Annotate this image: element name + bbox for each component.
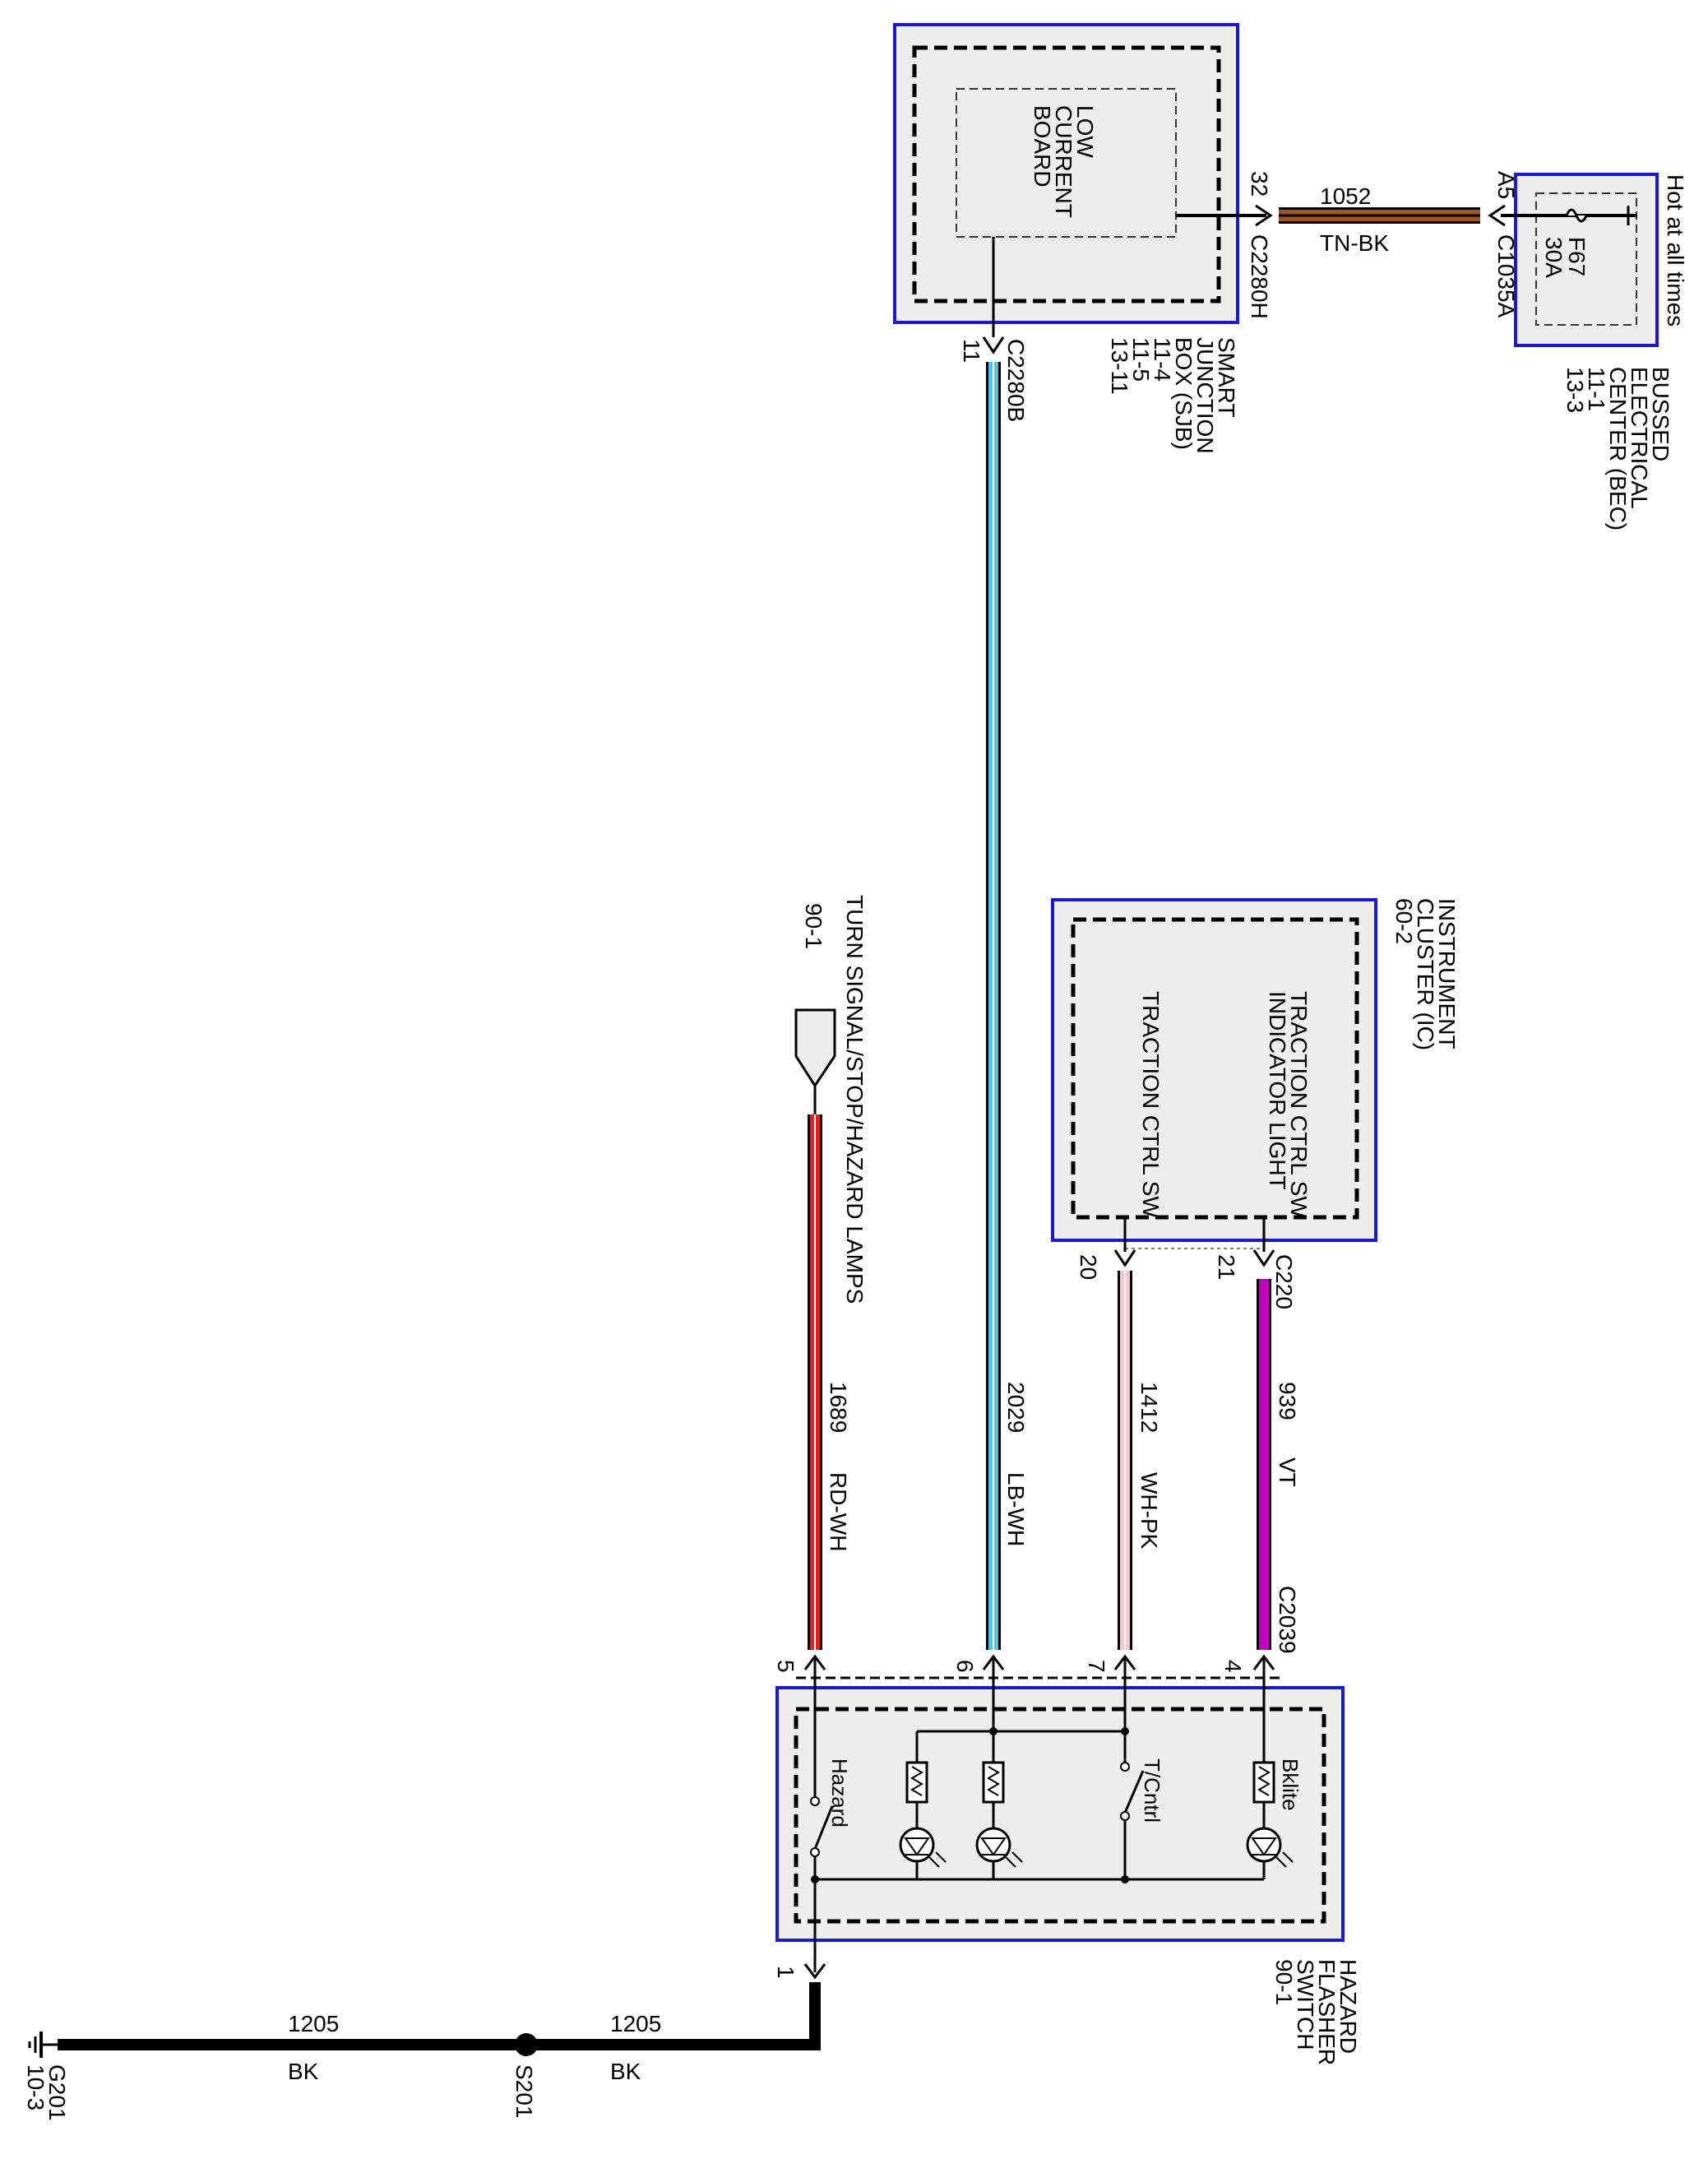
splice-s201: S201 xyxy=(511,2033,538,2118)
connector-c2039: C2039 xyxy=(1275,1586,1300,1654)
turn-lamps-ref: 90-1 xyxy=(801,903,826,949)
sjb-power-pin: 32 xyxy=(1247,171,1272,197)
resistor-icon xyxy=(905,1761,928,1804)
bec-label-line-2: ELECTRICAL xyxy=(1627,367,1652,509)
sjb-label-line-2: JUNCTION xyxy=(1192,337,1218,454)
turn-lamps-label: TURN SIGNAL/STOP/HAZARD LAMPS xyxy=(842,895,868,1304)
ic-label-line-3: 60-2 xyxy=(1391,898,1417,944)
wire-1689-circuit: 1689 xyxy=(826,1382,851,1433)
bec-label-line-3: CENTER (BEC) xyxy=(1605,367,1631,530)
hfs-label-line-2: FLASHER xyxy=(1314,1959,1340,2065)
bec-label-line-5: 13-3 xyxy=(1562,367,1588,413)
sjb-label-line-5: 11-5 xyxy=(1128,337,1154,382)
hazard-flasher-switch: 5 6 7 4 xyxy=(773,1654,1361,2065)
sjb-inner-label-2: CURRENT xyxy=(1051,105,1076,218)
wire-1689: 1689 RD-WH xyxy=(808,1086,851,1650)
ic-label-line-2: CLUSTER (IC) xyxy=(1413,898,1438,1050)
fuse-rating: 30A xyxy=(1541,237,1567,278)
bec-pin: A5 xyxy=(1493,171,1519,199)
hfs-pin-1: 1 xyxy=(773,1966,798,1979)
wire-1412: 1412 WH-PK xyxy=(1118,1271,1162,1650)
sjb-out-pin: 11 xyxy=(959,339,984,363)
splice-label: S201 xyxy=(511,2064,537,2118)
wire-939-circuit: 939 xyxy=(1275,1382,1300,1420)
wire-1689-color: RD-WH xyxy=(826,1472,851,1551)
sjb-inner-label-1: LOW xyxy=(1072,105,1098,158)
hfs-pin-7: 7 xyxy=(1084,1660,1109,1673)
wire-1412-color: WH-PK xyxy=(1136,1472,1162,1550)
sjb-label-line-4: 11-4 xyxy=(1150,337,1175,382)
splice-dot-icon xyxy=(515,2033,538,2056)
resistor-icon xyxy=(982,1761,1005,1804)
ground-name: G201 xyxy=(44,2064,70,2121)
sjb-label-line-3: BOX (SJB) xyxy=(1171,337,1197,450)
bec-label-line-1: BUSSED xyxy=(1648,367,1673,461)
fuse-icon xyxy=(1565,208,1588,223)
hfs-pin-4: 4 xyxy=(1220,1660,1246,1673)
bec-module: F67 30A Hot at all times BUSSED ELECTRIC… xyxy=(1501,173,1688,530)
wire-2029-color: LB-WH xyxy=(1003,1472,1029,1546)
hfs-label-line-4: 90-1 xyxy=(1271,1959,1297,2005)
ic-pin-switch: 20 xyxy=(1076,1254,1101,1280)
hfs-label-line-1: HAZARD xyxy=(1335,1959,1361,2054)
hfs-pin-5: 5 xyxy=(773,1660,798,1673)
ground-wire-1205: 1205 BK 1205 BK xyxy=(58,1982,821,2084)
sjb-module: LOW CURRENT BOARD SMART JUNCTION BOX (SJ… xyxy=(893,23,1266,454)
ground-wire-circuit-left: 1205 xyxy=(288,2011,339,2036)
wire-939-color: VT xyxy=(1275,1457,1300,1487)
hfs-pin-6: 6 xyxy=(952,1660,978,1673)
ic-label-line-1: INSTRUMENT xyxy=(1434,898,1460,1049)
wire-1412-circuit: 1412 xyxy=(1136,1382,1162,1433)
sjb-out-connector: C2280B xyxy=(1003,339,1029,422)
ic-indicator-label-1: TRACTION CTRL SW xyxy=(1286,991,1312,1218)
wire-939: 939 VT C2039 xyxy=(1257,1279,1300,1654)
ground-wire-color-right: BK xyxy=(610,2059,641,2084)
ic-indicator-label-2: INDICATOR LIGHT xyxy=(1265,991,1290,1190)
fuse-name: F67 xyxy=(1564,237,1590,276)
wire-1052-circuit: 1052 xyxy=(1320,183,1371,209)
ic-switch-label: TRACTION CTRL SW xyxy=(1138,991,1164,1218)
ground-ref: 10-3 xyxy=(23,2064,49,2110)
ground-wire-circuit-right: 1205 xyxy=(610,2011,661,2036)
hot-at-all-times-label: Hot at all times xyxy=(1663,174,1688,327)
bec-connector: C1035A xyxy=(1493,234,1519,318)
sjb-power-connector: C2280H xyxy=(1247,234,1272,319)
ground-g201: G201 10-3 xyxy=(23,2032,70,2121)
turn-lamps-connector: TURN SIGNAL/STOP/HAZARD LAMPS 90-1 xyxy=(794,895,868,1304)
wire-2029-circuit: 2029 xyxy=(1003,1382,1029,1433)
connector-c220: C220 21 20 xyxy=(1076,1249,1297,1309)
wire-2029: 2029 LB-WH xyxy=(986,362,1029,1650)
ground-wire-color-left: BK xyxy=(288,2059,319,2084)
sjb-label-line-6: 13-11 xyxy=(1107,337,1132,395)
resistor-icon xyxy=(1252,1761,1275,1804)
bklite-label: Bklite xyxy=(1278,1758,1303,1811)
ic-pin-indicator: 21 xyxy=(1214,1254,1239,1280)
instrument-cluster: INSTRUMENT CLUSTER (IC) 60-2 TRACTION CT… xyxy=(1051,898,1460,1252)
ic-connector: C220 xyxy=(1271,1254,1297,1309)
hazard-label: Hazard xyxy=(827,1758,852,1828)
sjb-inner-label-3: BOARD xyxy=(1030,105,1055,188)
sjb-label-line-1: SMART xyxy=(1214,337,1239,418)
tcntrl-switch-icon xyxy=(1120,1731,1145,1879)
tcntrl-label: T/Cntrl xyxy=(1140,1758,1164,1823)
connector-c2280b: 11 C2280B xyxy=(959,336,1029,422)
connector-c1035a: A5 C1035A xyxy=(1488,171,1519,318)
hfs-label-line-3: SWITCH xyxy=(1293,1959,1318,2050)
connector-arrow-icon xyxy=(794,1008,836,1088)
connector-c2280h: 32 C2280H xyxy=(1247,171,1273,319)
wire-1052-color: TN-BK xyxy=(1320,230,1389,256)
bec-label-line-4: 11-1 xyxy=(1584,367,1609,411)
